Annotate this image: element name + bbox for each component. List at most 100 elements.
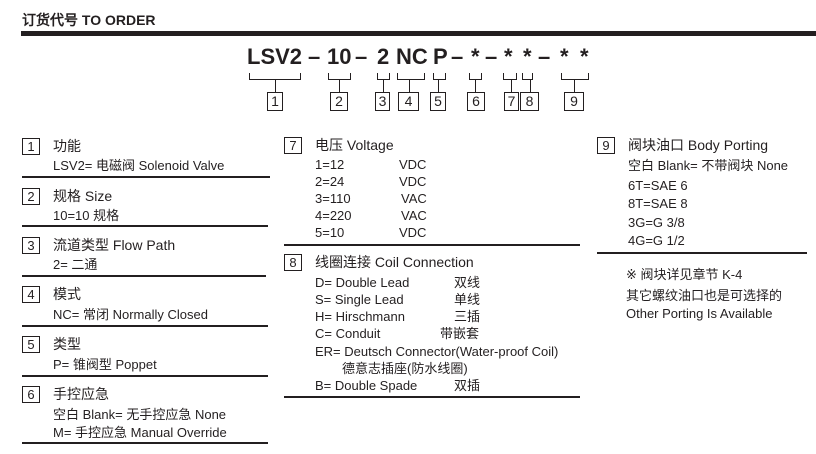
bracket — [328, 73, 351, 80]
coil-option-cn: 双线 — [454, 275, 481, 290]
coil-option: B= Double Spade — [315, 378, 418, 393]
code-box-7: 7 — [504, 92, 519, 111]
code-flow: 2 — [377, 44, 390, 69]
option-row: 4G=G 1/2 — [628, 233, 685, 248]
voltage-unit: VDC — [399, 225, 427, 240]
section-heading: 模式 — [53, 286, 81, 302]
coil-option-cn: 德意志插座(防水线圈) — [342, 361, 468, 376]
section-number: 4 — [22, 286, 40, 303]
coil-row: D= Double Lead 双线 — [315, 274, 480, 291]
divider — [284, 244, 580, 246]
code-box-2: 2 — [330, 92, 348, 111]
divider — [597, 252, 807, 254]
coil-option-cn: 三插 — [454, 309, 481, 324]
option-row: 空白 Blank= 不带阀块 None — [628, 158, 789, 173]
bracket-stem — [511, 80, 512, 92]
section-number: 2 — [22, 188, 40, 205]
coil-row: ER= Deutsch Connector(Water-proof Coil) 德… — [315, 343, 559, 376]
voltage-code: 4=220 — [315, 208, 352, 223]
code-type: P — [433, 44, 448, 69]
section-heading: 规格 Size — [53, 188, 113, 204]
code-porting: * — [580, 44, 589, 69]
coil-option: S= Single Lead — [315, 292, 404, 307]
coil-option: C= Conduit — [315, 326, 381, 341]
divider — [22, 275, 266, 277]
voltage-row: 3=110 VAC — [315, 190, 427, 207]
title-rule — [21, 31, 816, 36]
section-heading: 阀块油口 Body Porting — [628, 137, 769, 153]
bracket-stem — [530, 80, 531, 92]
bracket-stem — [438, 80, 439, 92]
voltage-code: 5=10 — [315, 225, 345, 240]
note-reference: ※ 阀块详见章节 K-4 — [626, 267, 743, 282]
voltage-code: 3=110 — [315, 191, 351, 206]
option-row: LSV2= 电磁阀 Solenoid Valve — [53, 158, 225, 173]
bracket — [249, 73, 301, 80]
code-box-3: 3 — [375, 92, 390, 111]
bracket — [503, 73, 517, 80]
option-row: 2= 二通 — [53, 257, 98, 272]
voltage-unit: VAC — [401, 191, 427, 206]
voltage-code: 1=12 — [315, 157, 345, 172]
voltage-unit: VAC — [401, 208, 427, 223]
voltage-code: 2=24 — [315, 174, 345, 189]
section-number: 8 — [284, 254, 302, 271]
section-number: 6 — [22, 386, 40, 403]
section-heading: 手控应急 — [53, 386, 109, 402]
coil-option: ER= Deutsch Connector(Water-proof Coil) — [315, 344, 559, 359]
coil-option-cn: 双插 — [454, 378, 481, 393]
note-other-threads: 其它螺纹油口也是可选择的 — [626, 288, 783, 303]
code-box-1: 1 — [267, 92, 283, 111]
coil-row: B= Double Spade 双插 — [315, 377, 480, 394]
code-dash: – — [308, 44, 321, 69]
bracket-stem — [383, 80, 384, 92]
coil-option: D= Double Lead — [315, 275, 410, 290]
divider — [22, 442, 268, 444]
note-other-porting: Other Porting Is Available — [626, 306, 773, 321]
coil-option: H= Hirschmann — [315, 309, 405, 324]
voltage-row: 5=10 VDC — [315, 224, 426, 241]
bracket — [469, 73, 482, 80]
section-number: 7 — [284, 137, 302, 154]
section-heading: 功能 — [53, 138, 81, 154]
coil-option-cn: 带嵌套 — [440, 326, 480, 341]
bracket — [433, 73, 446, 80]
voltage-unit: VDC — [399, 174, 427, 189]
code-mode: NC — [396, 44, 428, 69]
code-dash: – — [355, 44, 368, 69]
option-row: 6T=SAE 6 — [628, 178, 688, 193]
section-heading: 流道类型 Flow Path — [53, 237, 176, 253]
bracket-stem — [574, 80, 575, 92]
voltage-row: 2=24 VDC — [315, 173, 426, 190]
option-row: 空白 Blank= 无手控应急 None — [53, 407, 227, 422]
code-porting: * — [560, 44, 569, 69]
bracket-stem — [475, 80, 476, 92]
code-box-5: 5 — [430, 92, 446, 111]
code-box-4: 4 — [398, 92, 419, 111]
code-dash: – — [538, 44, 551, 69]
voltage-row: 4=220 VAC — [315, 207, 427, 224]
section-heading: 线圈连接 Coil Connection — [315, 254, 474, 270]
code-override: * — [471, 44, 480, 69]
bracket-stem — [409, 80, 410, 92]
coil-row: C= Conduit 带嵌套 — [315, 325, 479, 342]
option-row: M= 手控应急 Manual Override — [53, 425, 227, 440]
option-row: P= 锥阀型 Poppet — [53, 357, 157, 372]
section-number: 5 — [22, 336, 40, 353]
option-row: 8T=SAE 8 — [628, 196, 688, 211]
coil-row: H= Hirschmann 三插 — [315, 308, 480, 325]
bracket — [377, 73, 390, 80]
option-row: 3G=G 3/8 — [628, 215, 685, 230]
option-row: 10=10 规格 — [53, 208, 120, 223]
section-number: 1 — [22, 138, 40, 155]
divider — [22, 176, 270, 178]
section-heading: 电压 Voltage — [315, 137, 394, 153]
code-box-8: 8 — [520, 92, 539, 111]
code-box-6: 6 — [467, 92, 485, 111]
bracket — [397, 73, 425, 80]
section-number: 3 — [22, 237, 40, 254]
divider — [284, 396, 580, 398]
bracket — [561, 73, 589, 80]
